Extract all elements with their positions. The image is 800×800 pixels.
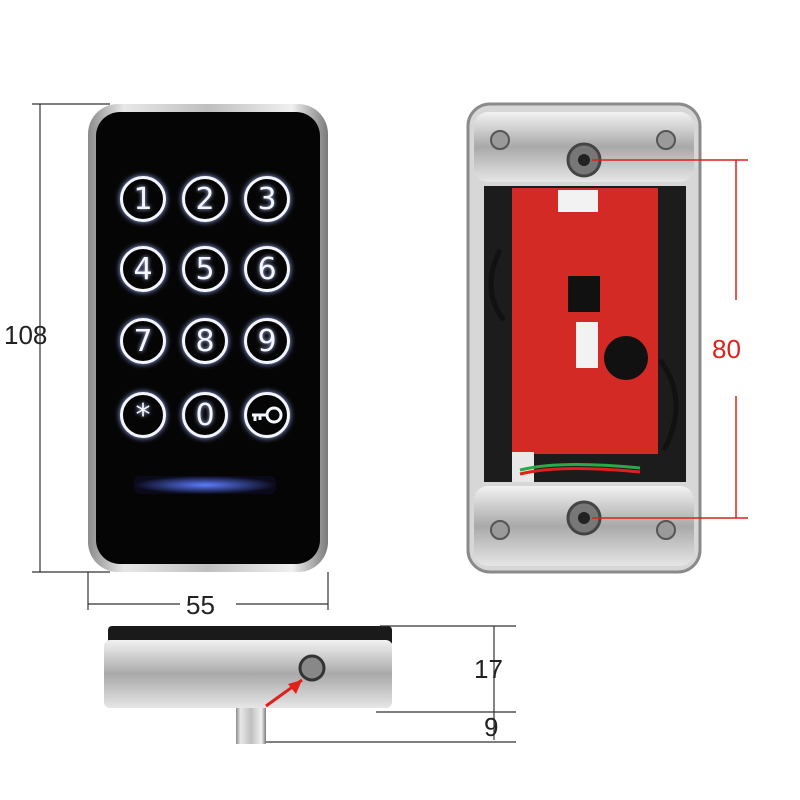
dimension-lines — [32, 103, 516, 743]
arrow-head — [288, 680, 302, 694]
circuit-board — [512, 188, 658, 454]
key-1: 1 — [120, 176, 166, 222]
back-view — [466, 102, 702, 574]
side-depth-label: 17 — [474, 654, 503, 684]
wire-bundle-right — [657, 358, 679, 452]
screw-icon — [490, 520, 510, 540]
key-3: 3 — [244, 176, 290, 222]
screw-icon — [656, 520, 676, 540]
width-label: 55 — [186, 590, 215, 620]
key-9: 9 — [244, 318, 290, 364]
key-5: 5 — [182, 246, 228, 292]
key-star: * — [120, 392, 166, 438]
red-wire — [519, 466, 641, 476]
status-indicator-bar — [134, 476, 276, 494]
red-dimension-lines — [592, 159, 748, 519]
mounting-hole-bottom-center — [578, 512, 590, 524]
buzzer — [604, 336, 648, 380]
wire-bundle-left — [488, 248, 506, 322]
green-wire — [519, 462, 641, 472]
lock-bolt — [236, 708, 266, 744]
mounting-hole-top-center — [578, 154, 590, 166]
key-2: 2 — [182, 176, 228, 222]
chip — [568, 276, 600, 312]
side-view — [104, 626, 392, 744]
key-0: 0 — [182, 392, 228, 438]
screw-icon — [656, 130, 676, 150]
key-icon — [252, 406, 283, 424]
key-6: 6 — [244, 246, 290, 292]
side-housing — [104, 640, 392, 708]
wire-connector — [512, 452, 534, 482]
bolt-length-label: 9 — [484, 712, 499, 742]
screw-icon — [490, 130, 510, 150]
top-connector — [558, 190, 598, 212]
key-7: 7 — [120, 318, 166, 364]
connector — [576, 322, 598, 368]
key-4: 4 — [120, 246, 166, 292]
height-label: 108 — [4, 320, 48, 350]
key-8: 8 — [182, 318, 228, 364]
screw-spacing-label: 80 — [712, 334, 741, 364]
key-unlock — [244, 392, 290, 438]
side-keyhole — [298, 654, 326, 682]
